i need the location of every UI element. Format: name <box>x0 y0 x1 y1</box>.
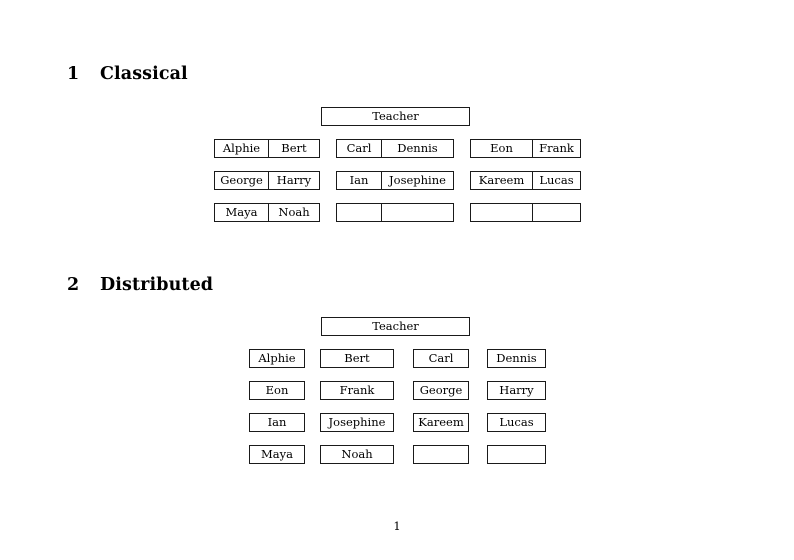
section-title: Classical <box>100 64 188 84</box>
name-box[interactable]: Frank <box>320 381 394 400</box>
classical-group-2-row-0: Eon Frank <box>470 139 581 158</box>
classical-group-1-row-2 <box>336 203 454 222</box>
name-box[interactable]: Noah <box>320 445 394 464</box>
name-box[interactable]: Kareem <box>413 413 469 432</box>
name-cell-empty[interactable] <box>532 203 581 222</box>
teacher-box-classical[interactable]: Teacher <box>321 107 470 126</box>
name-box[interactable]: Lucas <box>487 413 546 432</box>
section-heading-classical: 1 Classical <box>67 64 188 84</box>
name-cell[interactable]: Bert <box>268 139 320 158</box>
name-box[interactable]: Maya <box>249 445 305 464</box>
section-number: 2 <box>67 275 80 295</box>
name-cell[interactable]: Kareem <box>470 171 532 190</box>
classical-group-2-row-1: Kareem Lucas <box>470 171 581 190</box>
name-box[interactable]: George <box>413 381 469 400</box>
name-cell-empty[interactable] <box>381 203 454 222</box>
name-box-empty[interactable] <box>413 445 469 464</box>
name-cell[interactable]: Carl <box>336 139 381 158</box>
classical-group-1-row-0: Carl Dennis <box>336 139 454 158</box>
name-cell[interactable]: Harry <box>268 171 320 190</box>
name-box-empty[interactable] <box>487 445 546 464</box>
name-cell[interactable]: Dennis <box>381 139 454 158</box>
name-box[interactable]: Josephine <box>320 413 394 432</box>
name-box[interactable]: Dennis <box>487 349 546 368</box>
name-cell-empty[interactable] <box>336 203 381 222</box>
section-title: Distributed <box>100 275 214 295</box>
classical-group-0-row-2: Maya Noah <box>214 203 320 222</box>
name-box[interactable]: Eon <box>249 381 305 400</box>
name-cell[interactable]: Ian <box>336 171 381 190</box>
name-box[interactable]: Ian <box>249 413 305 432</box>
section-number: 1 <box>67 64 80 84</box>
name-box[interactable]: Carl <box>413 349 469 368</box>
name-box[interactable]: Harry <box>487 381 546 400</box>
name-cell[interactable]: Josephine <box>381 171 454 190</box>
name-cell[interactable]: Noah <box>268 203 320 222</box>
classical-group-2-row-2 <box>470 203 581 222</box>
name-cell[interactable]: Alphie <box>214 139 268 158</box>
section-heading-distributed: 2 Distributed <box>67 275 213 295</box>
name-cell[interactable]: Eon <box>470 139 532 158</box>
page-number: 1 <box>393 519 401 533</box>
classical-group-0-row-0: Alphie Bert <box>214 139 320 158</box>
name-cell[interactable]: Lucas <box>532 171 581 190</box>
name-cell-empty[interactable] <box>470 203 532 222</box>
classical-group-1-row-1: Ian Josephine <box>336 171 454 190</box>
name-box[interactable]: Bert <box>320 349 394 368</box>
teacher-box-distributed[interactable]: Teacher <box>321 317 470 336</box>
name-cell[interactable]: Maya <box>214 203 268 222</box>
name-cell[interactable]: George <box>214 171 268 190</box>
name-box[interactable]: Alphie <box>249 349 305 368</box>
name-cell[interactable]: Frank <box>532 139 581 158</box>
classical-group-0-row-1: George Harry <box>214 171 320 190</box>
